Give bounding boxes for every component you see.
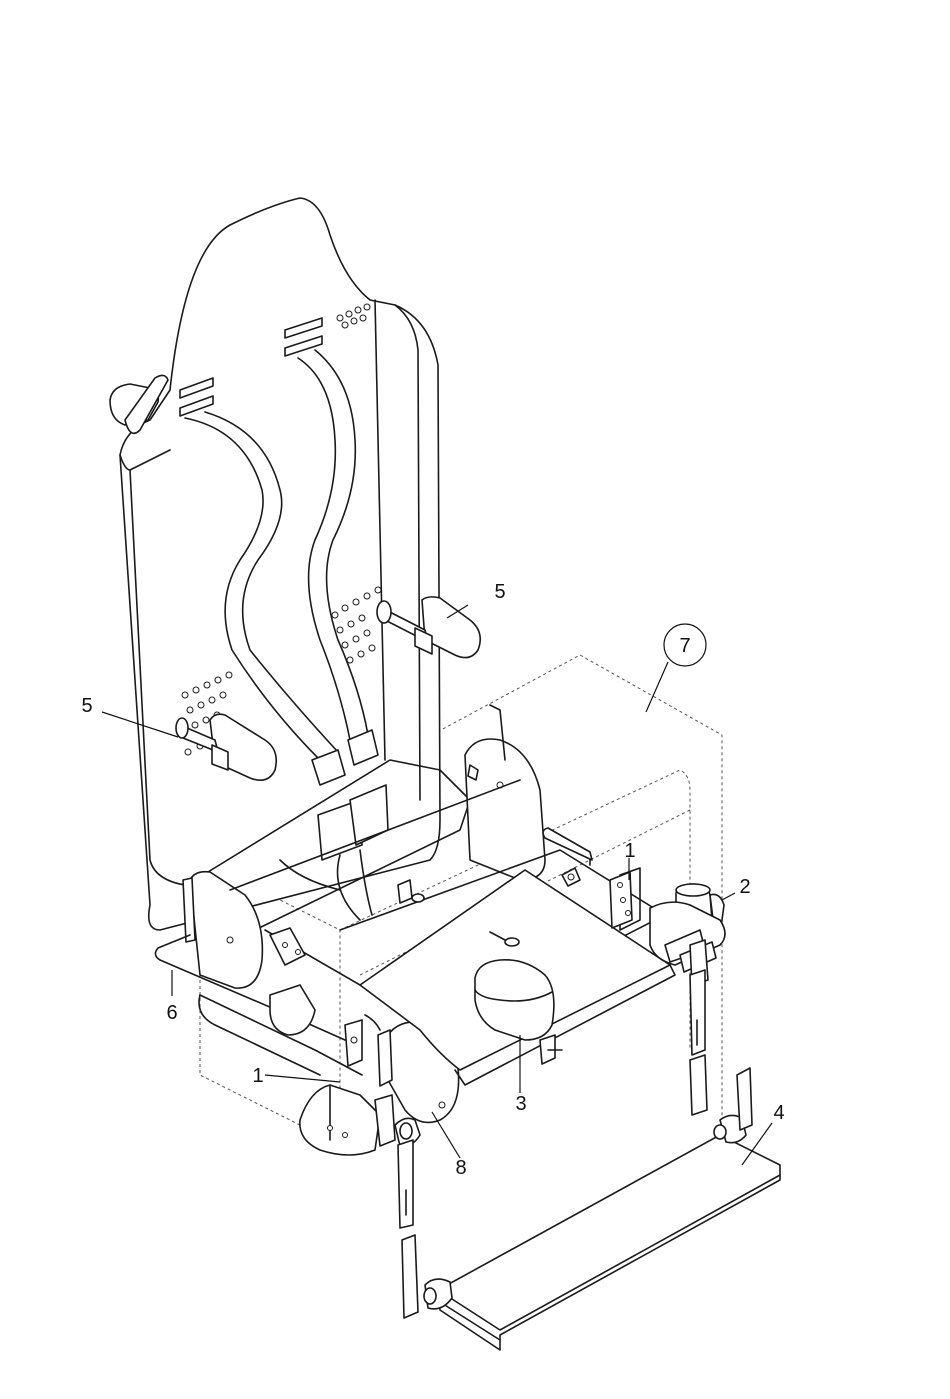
side-rail (155, 935, 380, 1075)
base-foot (300, 1085, 380, 1155)
callout-2: 2 (739, 876, 750, 898)
hinge-right (690, 940, 708, 1115)
footrest (402, 1068, 780, 1350)
callout-1-lower: 1 (252, 1065, 263, 1087)
callout-8: 8 (455, 1157, 466, 1179)
mount-bracket (650, 884, 725, 972)
callout-7: 7 (679, 635, 690, 657)
callout-1-upper: 1 (624, 840, 635, 862)
side-plate-rear-right (465, 705, 545, 880)
callout-5-left: 5 (81, 695, 92, 717)
callout-3: 3 (515, 1093, 526, 1115)
callout-5-right: 5 (494, 581, 505, 603)
callout-4: 4 (773, 1102, 784, 1124)
callout-6: 6 (166, 1002, 177, 1024)
